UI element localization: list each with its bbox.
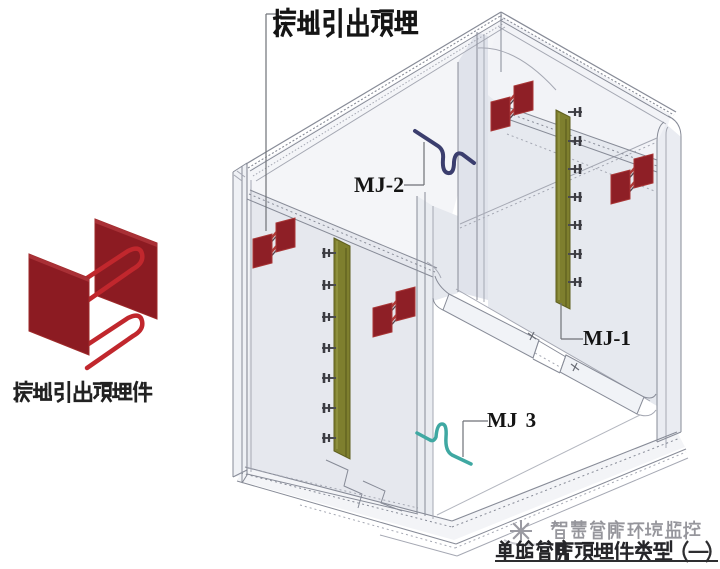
svg-text:MJ-2: MJ-2 <box>354 172 404 197</box>
svg-text:MJ 3: MJ 3 <box>487 408 536 432</box>
svg-text:MJ-1: MJ-1 <box>583 326 631 350</box>
